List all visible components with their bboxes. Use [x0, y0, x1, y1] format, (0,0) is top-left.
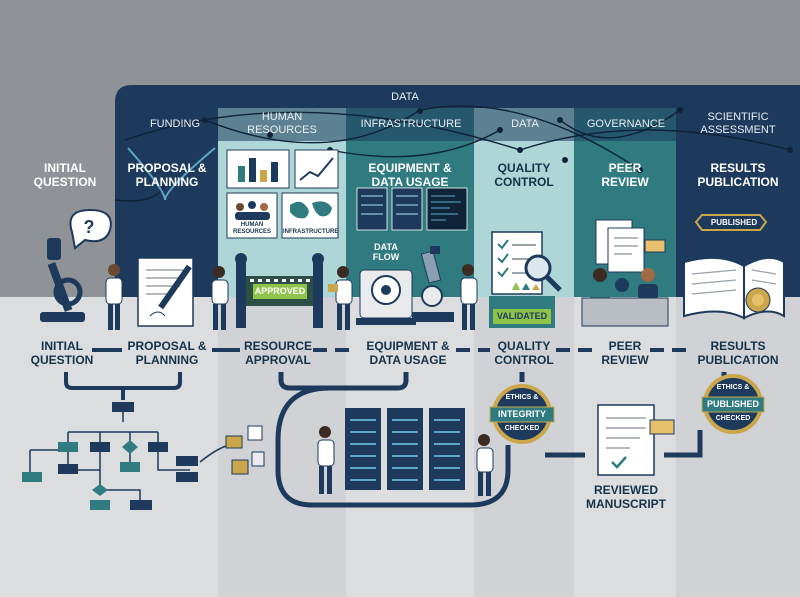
top-label-governance: GOVERNANCE: [586, 118, 666, 130]
banner-label: DATA: [391, 91, 419, 103]
question-bubble-icon: ?: [69, 208, 112, 250]
microscope-icon: [40, 238, 85, 322]
line-chart-card-icon: [294, 149, 339, 189]
document-stack-icon: [595, 219, 666, 273]
chart-card-icon: [226, 149, 290, 189]
lower-stage-results-publication: RESULTS PUBLICATION: [697, 339, 779, 367]
ethics-integrity-seal-icon: [489, 384, 555, 444]
folder-icon: [199, 425, 265, 475]
scientist-icon: [317, 426, 335, 494]
server-rack-icon: [356, 187, 423, 231]
lower-stage-resource-approval: RESOURCE APPROVAL: [243, 339, 312, 367]
magnifier-icon: [524, 254, 562, 292]
scientist-icon: [460, 264, 478, 330]
world-map-icon: [281, 192, 339, 239]
seal-integrity-text: INTEGRITY: [497, 409, 546, 419]
seal-checked-text: CHECKED: [504, 425, 540, 432]
lab-microscope-icon: [412, 246, 454, 322]
open-book-icon: [683, 256, 785, 320]
reviewed-manuscript-label: REVIEWED MANUSCRIPT: [586, 483, 666, 511]
top-label-data: DATA: [511, 118, 539, 130]
infrastructure-card-label: INFRASTRUCTURE: [283, 229, 339, 235]
seal-ethics-text: ETHICS &: [505, 394, 539, 401]
award-seal-icon: [745, 287, 771, 313]
approved-gate-icon: [235, 253, 324, 328]
upper-stage-proposal-planning: PROPOSAL & PLANNING: [127, 161, 207, 189]
top-label-scientific-assessment: SCIENTIFIC ASSESSMENT: [700, 111, 776, 136]
validated-tag: VALIDATED: [496, 311, 548, 321]
lower-stage-peer-review: PEER REVIEW: [601, 339, 649, 367]
manuscript-icon: [597, 404, 675, 476]
data-center-servers: [345, 408, 465, 490]
upper-stage-results-publication: RESULTS PUBLICATION: [697, 161, 779, 189]
bracket-lines: [64, 372, 182, 400]
lower-stage-proposal-planning: PROPOSAL & PLANNING: [127, 339, 207, 367]
reviewer-panel-icon: [581, 268, 669, 327]
upper-stage-peer-review: PEER REVIEW: [601, 161, 649, 189]
scientist-icon: [105, 264, 123, 330]
published-badge-label: PUBLISHED: [710, 218, 758, 227]
seal-checked-text-2: CHECKED: [715, 415, 751, 422]
svg-text:?: ?: [84, 217, 95, 237]
published-badge-icon: [694, 214, 768, 231]
centrifuge-icon: [356, 269, 416, 325]
data-flow-label: DATA FLOW: [372, 242, 400, 263]
lower-stage-quality-control: QUALITY CONTROL: [494, 339, 554, 367]
pen-document-icon: [137, 257, 194, 327]
flask-icon: [512, 282, 540, 290]
top-label-human-resources: HUMAN RESOURCES: [247, 111, 317, 136]
upper-stage-quality-control: QUALITY CONTROL: [494, 161, 554, 189]
seal-ethics-text-2: ETHICS &: [716, 384, 750, 391]
seal-published-text: PUBLISHED: [706, 399, 759, 409]
code-screen-icon: [426, 187, 468, 231]
flowchart-icon: [22, 402, 198, 510]
human-resources-card: [226, 192, 278, 239]
upper-stage-initial-question: INITIAL QUESTION: [33, 161, 97, 189]
scientist-icon: [328, 266, 353, 330]
approved-tag: APPROVED: [254, 286, 306, 296]
lower-stage-equipment-data-usage: EQUIPMENT & DATA USAGE: [366, 339, 450, 367]
top-label-infrastructure: INFRASTRUCTURE: [360, 118, 462, 130]
human-resources-card-label: HUMAN RESOURCES: [232, 222, 271, 235]
lower-stage-initial-question: INITIAL QUESTION: [30, 339, 94, 367]
scientist-icon: [211, 266, 229, 330]
top-label-funding: FUNDING: [149, 118, 201, 130]
ethics-published-seal-icon: [701, 374, 765, 434]
upper-stage-equipment-data-usage: EQUIPMENT & DATA USAGE: [368, 161, 452, 189]
scientist-icon: [476, 434, 494, 496]
